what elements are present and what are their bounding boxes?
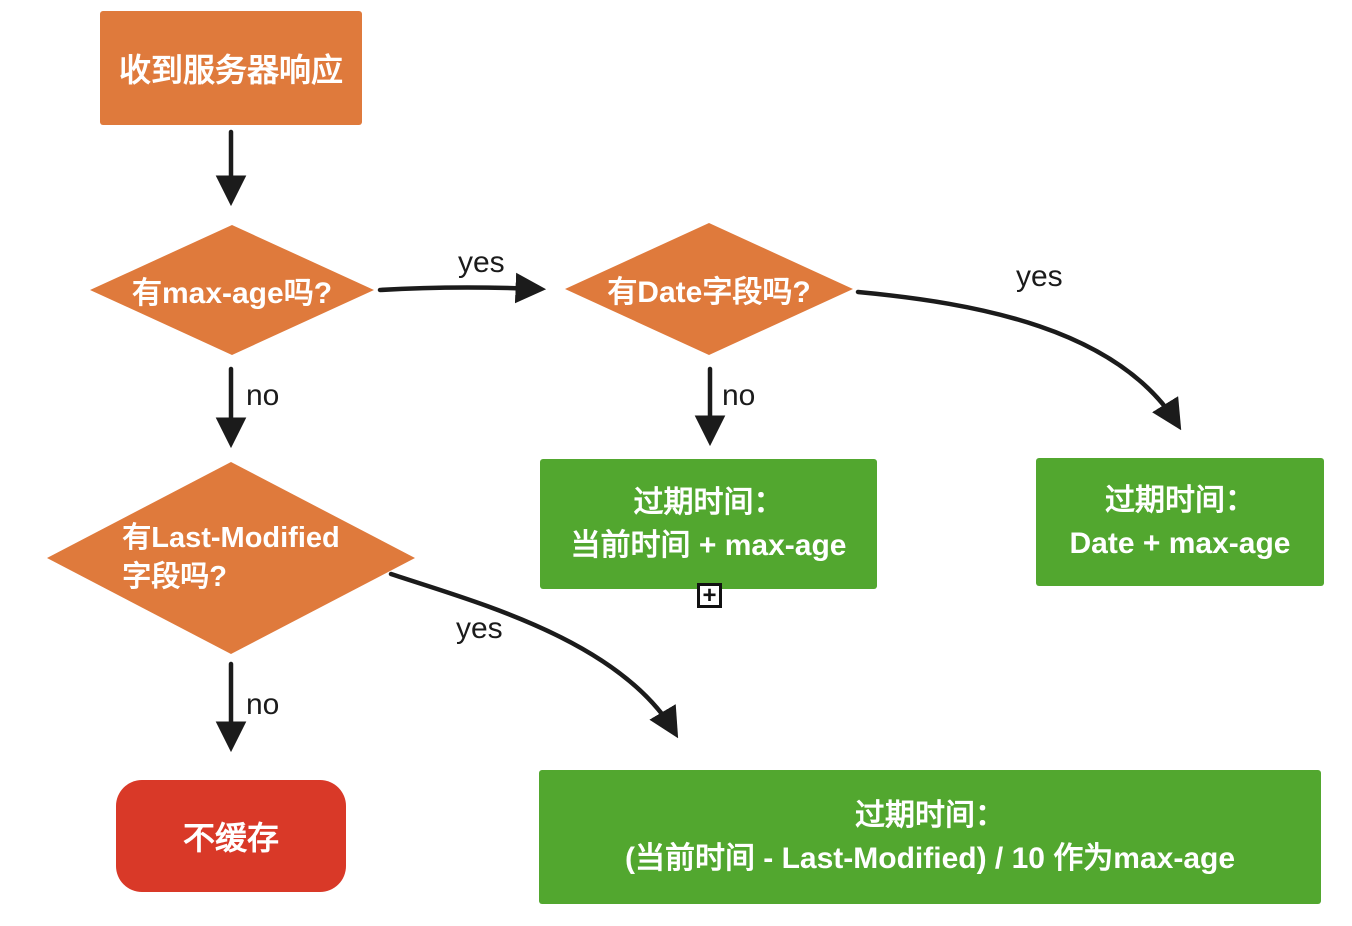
result-expire-last-modified-formula: (当前时间 - Last-Modified) / 10 作为max-age	[624, 841, 1236, 875]
terminal-no-cache: 不缓存	[116, 780, 346, 892]
decision-has-last-modified-line1: 有Last-Modified	[122, 522, 340, 554]
decision-has-max-age: 有max-age吗?	[90, 225, 374, 355]
add-node-icon-glyph: +	[702, 581, 717, 609]
decision-has-last-modified: 有Last-Modified 字段吗?	[47, 462, 415, 654]
add-node-icon[interactable]: +	[697, 583, 722, 608]
decision-has-date-label: 有Date字段吗?	[607, 276, 811, 309]
result-expire-date-title: 过期时间：	[1105, 483, 1255, 517]
edge-label-date-no: no	[722, 379, 756, 412]
edge-label-date-yes: yes	[1016, 260, 1063, 293]
node-start-label: 收到服务器响应	[118, 52, 343, 88]
node-start: 收到服务器响应	[100, 11, 362, 125]
result-expire-date: 过期时间： Date + max-age	[1036, 458, 1324, 586]
decision-has-max-age-label: 有max-age吗?	[131, 277, 333, 310]
edge-label-last-modified-yes: yes	[456, 612, 503, 645]
decision-has-date: 有Date字段吗?	[565, 223, 853, 355]
decision-has-last-modified-label: 有Last-Modified 字段吗?	[122, 519, 340, 597]
result-expire-last-modified-title: 过期时间：	[855, 798, 1005, 832]
result-expire-date-formula: Date + max-age	[1069, 526, 1291, 560]
result-expire-current-formula: 当前时间 + max-age	[570, 528, 847, 562]
arrow-last-modified-yes-to-expire-last-modified	[388, 571, 679, 739]
result-expire-last-modified: 过期时间： (当前时间 - Last-Modified) / 10 作为max-…	[539, 770, 1321, 904]
decision-has-last-modified-line2: 字段吗?	[122, 561, 227, 593]
edge-label-max-age-yes: yes	[458, 246, 505, 279]
arrow-max-age-yes-to-date	[377, 272, 547, 304]
edge-label-last-modified-no: no	[246, 688, 280, 721]
arrow-date-yes-to-expire-date	[855, 289, 1182, 431]
result-expire-current-time: 过期时间： 当前时间 + max-age	[540, 459, 877, 589]
terminal-no-cache-label: 不缓存	[182, 820, 279, 856]
result-expire-current-title: 过期时间：	[633, 485, 784, 519]
edge-label-max-age-no: no	[246, 379, 280, 412]
